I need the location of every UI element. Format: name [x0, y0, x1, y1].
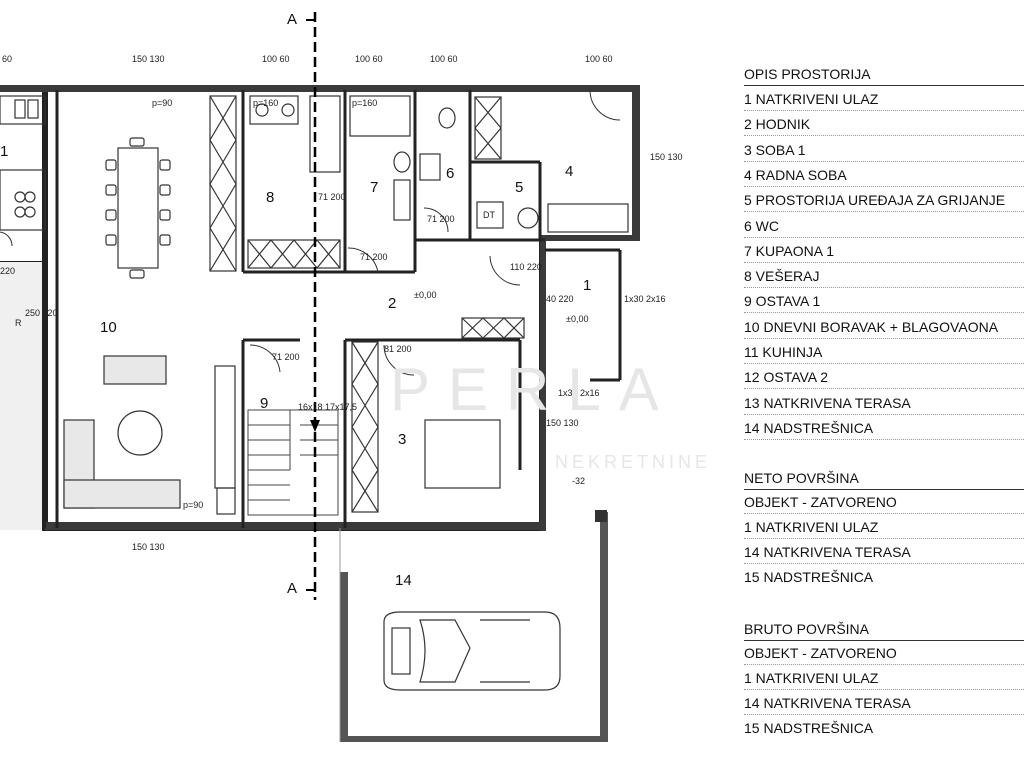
step-1x30-2x16: 1x30 2x16 — [624, 294, 666, 304]
level-0-a: ±0,00 — [414, 290, 436, 300]
door-40-220: 40 220 — [546, 294, 574, 304]
boiler-label: DT — [483, 210, 495, 220]
sill-p160-b: p=160 — [352, 98, 377, 108]
room-label-11: 1 — [0, 143, 8, 160]
room-label-1: 1 — [583, 277, 591, 294]
wall-fill — [0, 85, 640, 531]
room-list-item: 5 PROSTORIJA UREĐAJA ZA GRIJANJE — [744, 192, 1024, 213]
dim-room3-150-130: 150 130 — [546, 418, 579, 428]
room-list-item: 6 WC — [744, 218, 1024, 238]
gross-row: OBJEKT - ZATVORENO — [744, 645, 1024, 665]
door-71-200-a: 71 200 — [318, 192, 346, 202]
door-swings — [0, 89, 621, 376]
sill-p90-bottom: p=90 — [183, 500, 203, 510]
level-0-b: ±0,00 — [566, 314, 588, 324]
room-label-7: 7 — [370, 179, 378, 196]
legend-title-gross-area: BRUTO POVRŠINA — [744, 621, 1024, 641]
dim-top-100-60-b: 100 60 — [355, 54, 383, 64]
dim-top-150-130: 150 130 — [132, 54, 165, 64]
section-line — [306, 12, 320, 600]
dim-top-100-60-a: 100 60 — [262, 54, 290, 64]
floor-plan: A A 1 10 8 7 6 5 4 2 1 3 9 14 150 130 10… — [0, 11, 683, 742]
door-81-200: 81 200 — [384, 344, 412, 354]
room-list-item: 7 KUPAONA 1 — [744, 243, 1024, 263]
gross-row: 15 NADSTREŠNICA — [744, 720, 874, 736]
dim-220: 220 — [0, 266, 15, 276]
legend-title-rooms: OPIS PROSTORIJA — [744, 66, 1024, 86]
room-label-5: 5 — [515, 179, 523, 196]
room-list-item: 12 OSTAVA 2 — [744, 369, 1024, 390]
net-row: 1 NATKRIVENI ULAZ — [744, 519, 1024, 539]
room-list-item: 3 SOBA 1 — [744, 142, 1024, 162]
room-list-item: 8 VEŠERAJ — [744, 268, 1024, 289]
room-label-3: 3 — [398, 431, 406, 448]
dim-top-100-60-d: 100 60 — [585, 54, 613, 64]
wardrobes — [209, 95, 525, 515]
step-1x30-2x16-b: 1x30 2x16 — [558, 388, 600, 398]
dining-table — [105, 137, 171, 279]
room-label-14: 14 — [395, 572, 412, 589]
dim-top-60: 60 — [2, 54, 12, 64]
dim-top-100-60-c: 100 60 — [430, 54, 458, 64]
sill-p90-top: p=90 — [152, 98, 172, 108]
door-110-220: 110 220 — [510, 262, 542, 272]
net-row: 15 NADSTREŠNICA — [744, 569, 874, 585]
door-71-200-d: 71 200 — [272, 352, 300, 362]
room-label-10: 10 — [100, 319, 117, 336]
gross-row: 14 NATKRIVENA TERASA — [744, 695, 1024, 715]
room-list-item: 13 NATKRIVENA TERASA — [744, 395, 1024, 415]
room-list-item: 11 KUHINJA — [744, 344, 1024, 364]
radiator-mark: R — [15, 318, 22, 328]
section-mark-top: A — [287, 11, 297, 28]
room-label-6: 6 — [446, 165, 454, 182]
room-label-8: 8 — [266, 189, 274, 206]
door-71-200-c: 71 200 — [427, 214, 455, 224]
carport-outline — [339, 510, 608, 742]
room-label-2: 2 — [388, 295, 396, 312]
room-list-item: 10 DNEVNI BORAVAK + BLAGOVAONA — [744, 319, 1024, 339]
sill-p160-a: p=160 — [253, 98, 278, 108]
room-list-item: 1 NATKRIVENI ULAZ — [744, 91, 1024, 111]
room-list-item: 14 NADSTREŠNICA — [744, 420, 1024, 440]
car-icon — [383, 611, 561, 691]
room-list-item: 4 RADNA SOBA — [744, 167, 1024, 187]
net-row: OBJEKT - ZATVORENO — [744, 494, 1024, 514]
sofa-group — [63, 355, 181, 509]
room-list-item: 2 HODNIK — [744, 116, 1024, 137]
gross-row: 1 NATKRIVENI ULAZ — [744, 670, 1024, 690]
bathroom-fixtures — [249, 95, 629, 489]
net-row: 14 NATKRIVENA TERASA — [744, 544, 1024, 564]
door-71-200-b: 71 200 — [360, 252, 388, 262]
dim-right-150-130: 150 130 — [650, 152, 683, 162]
exterior-walls — [0, 85, 638, 531]
level-minus-32: -32 — [572, 476, 585, 486]
kitchen-counter — [0, 95, 46, 231]
room-list-item: 9 OSTAVA 1 — [744, 293, 1024, 314]
staircase — [247, 409, 339, 516]
room-label-4: 4 — [565, 163, 573, 180]
section-mark-bottom: A — [287, 580, 297, 597]
stairs-dimension: 16x18 17x17,5 — [298, 402, 357, 412]
room-label-9: 9 — [260, 395, 268, 412]
dim-bottom-150-130: 150 130 — [132, 542, 165, 552]
exterior-terrace — [0, 262, 42, 530]
interior-walls — [55, 90, 622, 528]
legend-title-net-area: NETO POVRŠINA — [744, 470, 1024, 490]
dim-250-220: 250 220 — [25, 308, 58, 318]
